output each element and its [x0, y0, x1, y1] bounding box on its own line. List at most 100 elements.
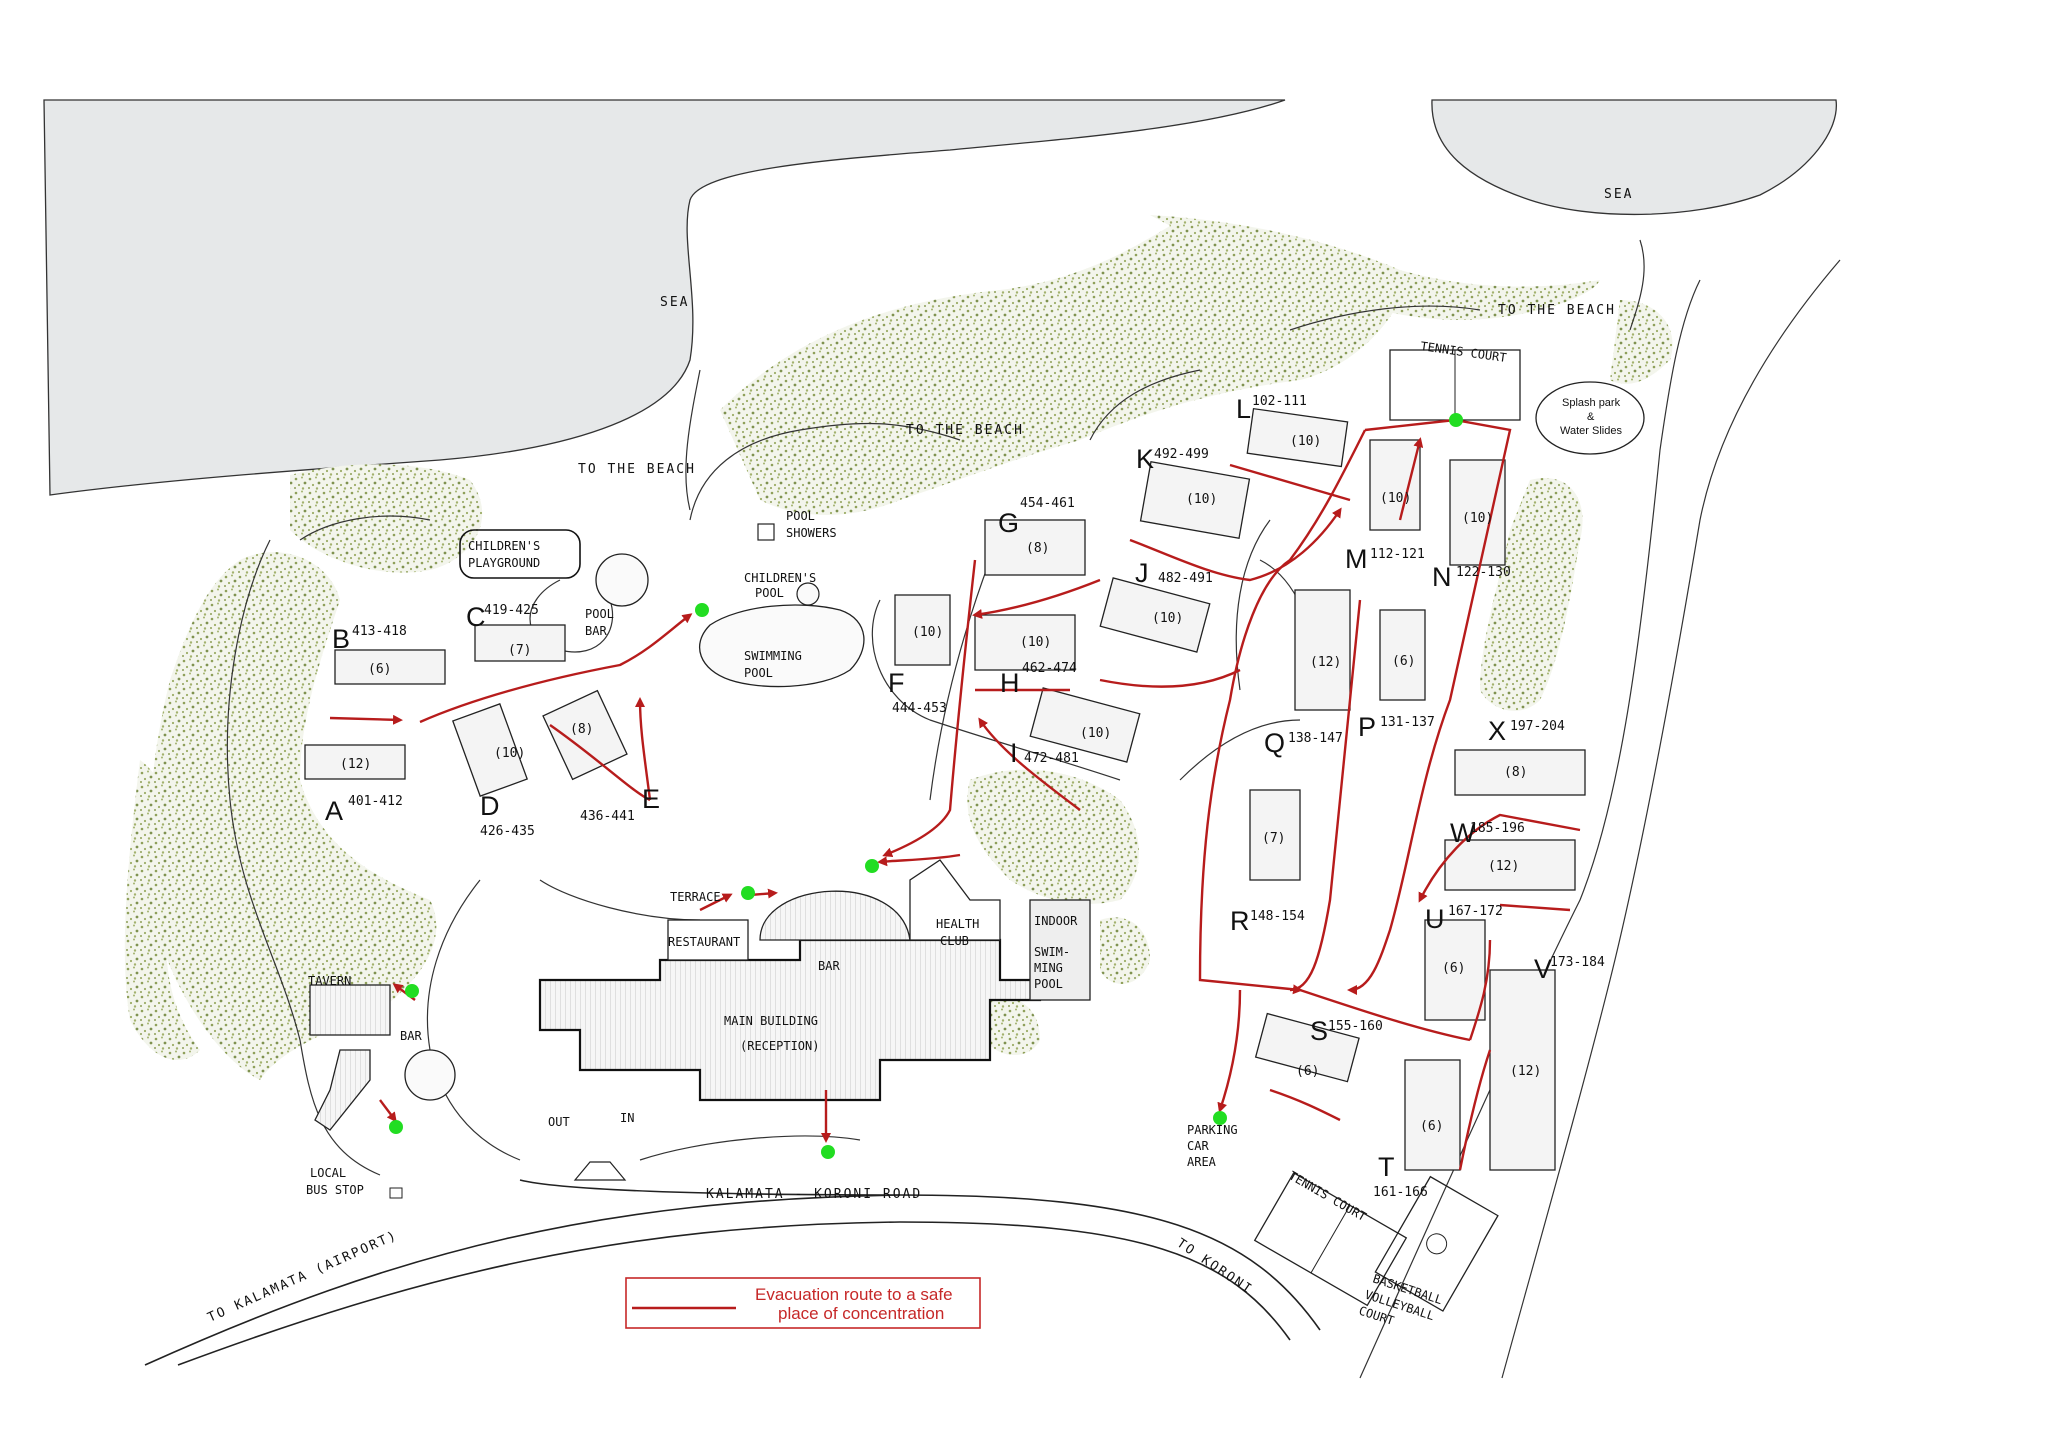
to-the-beach-label: TO THE BEACH: [906, 423, 1024, 438]
assembly-point: [821, 1145, 835, 1159]
block-letter-r: R: [1230, 906, 1250, 936]
tavern-building: [309, 984, 456, 1131]
block-letter-i: I: [1010, 738, 1018, 768]
health-club-label: HEALTH: [936, 917, 979, 931]
bus-stop-label: BUS STOP: [306, 1183, 364, 1197]
bar-label: BAR: [818, 959, 840, 973]
block-rooms-p: 131-137: [1380, 715, 1435, 730]
block-letter-c: C: [466, 602, 486, 632]
block-rooms-i: 472-481: [1024, 751, 1079, 766]
swimming-pool-shape: [699, 604, 865, 688]
out-label: OUT: [548, 1115, 570, 1129]
block-letter-s: S: [1310, 1016, 1328, 1046]
block-rooms-h: 462-474: [1022, 661, 1077, 676]
block-rooms-w: 185-196: [1470, 821, 1525, 836]
block-letter-g: G: [998, 508, 1019, 538]
block-units-i: (10): [1080, 726, 1111, 741]
tavern-label: TAVERN: [308, 974, 351, 988]
sea-label: SEA: [1604, 187, 1633, 202]
health-club-label: CLUB: [940, 934, 969, 948]
block-units-m: (10): [1380, 491, 1411, 506]
pool-showers-label: POOL: [786, 509, 815, 523]
block-letter-b: B: [332, 624, 350, 654]
block-rooms-k: 492-499: [1154, 447, 1209, 462]
block-rooms-e: 436-441: [580, 809, 635, 824]
block-units-x: (8): [1504, 765, 1527, 780]
road-label: KALAMATA - KORONI ROAD: [706, 1187, 922, 1202]
vegetation-areas: [124, 215, 1673, 1080]
block-rooms-a: 401-412: [348, 794, 403, 809]
block-units-r: (7): [1262, 831, 1285, 846]
block-rooms-x: 197-204: [1510, 719, 1565, 734]
block-letter-p: P: [1358, 712, 1376, 742]
block-units-a: (12): [340, 757, 371, 772]
block-rooms-q: 138-147: [1288, 731, 1343, 746]
block-rooms-g: 454-461: [1020, 496, 1075, 511]
block-rooms-t: 161-166: [1373, 1185, 1428, 1200]
assembly-point: [865, 859, 879, 873]
block-letter-e: E: [642, 784, 660, 814]
splash-park-label: Water Slides: [1560, 425, 1622, 437]
to-the-beach-label: TO THE BEACH: [578, 462, 696, 477]
block-letter-u: U: [1425, 904, 1445, 934]
tavern-bar-label: BAR: [400, 1029, 422, 1043]
legend-text-line2: place of concentration: [778, 1304, 944, 1323]
block-letter-f: F: [888, 668, 905, 698]
block-letter-v: V: [1534, 954, 1552, 984]
assembly-points: [389, 413, 1463, 1159]
basketball-court: [1374, 1175, 1499, 1312]
parking-label: AREA: [1187, 1155, 1217, 1169]
to-koroni-label: TO KORONI: [1174, 1236, 1256, 1298]
block-units-s: (6): [1296, 1064, 1319, 1079]
block-units-e: (8): [570, 722, 593, 737]
block-units-c: (7): [508, 643, 531, 658]
bus-stop-shelter: [389, 1187, 403, 1199]
entrance-gate: [573, 1161, 627, 1181]
splash-park-label: Splash park: [1562, 397, 1621, 409]
assembly-point: [1213, 1111, 1227, 1125]
childrens-pool-label: CHILDREN'S: [744, 571, 816, 585]
tennis-court-top-label: TENNIS COURT: [1420, 339, 1508, 365]
block-units-t: (6): [1420, 1119, 1443, 1134]
block-letter-n: N: [1432, 562, 1452, 592]
assembly-point: [405, 984, 419, 998]
childrens-playground-label: CHILDREN'S: [468, 539, 540, 553]
childrens-pool-shape: [796, 582, 820, 606]
parking-label: CAR: [1187, 1139, 1209, 1153]
block-units-d: (10): [494, 746, 525, 761]
indoor-pool-label: POOL: [1034, 977, 1063, 991]
splash-park-area: [1535, 381, 1645, 455]
pool-bar-kiosk: [595, 553, 649, 607]
childrens-pool-label: POOL: [755, 586, 784, 600]
assembly-point: [695, 603, 709, 617]
indoor-pool-label: SWIM-: [1034, 945, 1070, 959]
swimming-pool-label: POOL: [744, 666, 773, 680]
to-the-beach-label: TO THE BEACH: [1498, 303, 1616, 318]
assembly-point: [389, 1120, 403, 1134]
legend-box: [625, 1277, 981, 1329]
bus-stop-label: LOCAL: [310, 1166, 346, 1180]
block-units-n: (10): [1462, 511, 1493, 526]
block-letter-a: A: [325, 796, 343, 826]
block-units-l: (10): [1290, 434, 1321, 449]
childrens-playground-frame: [459, 529, 581, 579]
block-rooms-v: 173-184: [1550, 955, 1605, 970]
legend: Evacuation route to a safe place of conc…: [625, 1277, 981, 1329]
sea-label: SEA: [660, 295, 689, 310]
block-units-j: (10): [1152, 611, 1183, 626]
block-letter-m: M: [1345, 544, 1368, 574]
pool-showers-box: [757, 523, 775, 541]
block-units-b: (6): [368, 662, 391, 677]
block-rooms-b: 413-418: [352, 624, 407, 639]
pool-showers-label: SHOWERS: [786, 526, 837, 540]
block-rooms-d: 426-435: [480, 824, 535, 839]
assembly-point: [741, 886, 755, 900]
evacuation-routes: [329, 418, 1581, 1171]
legend-text-line1: Evacuation route to a safe: [755, 1285, 953, 1304]
block-units-k: (10): [1186, 492, 1217, 507]
block-rooms-r: 148-154: [1250, 909, 1305, 924]
reception-label: (RECEPTION): [740, 1039, 819, 1053]
terrace-label: TERRACE: [670, 890, 721, 904]
swimming-pool-label: SWIMMING: [744, 649, 802, 663]
